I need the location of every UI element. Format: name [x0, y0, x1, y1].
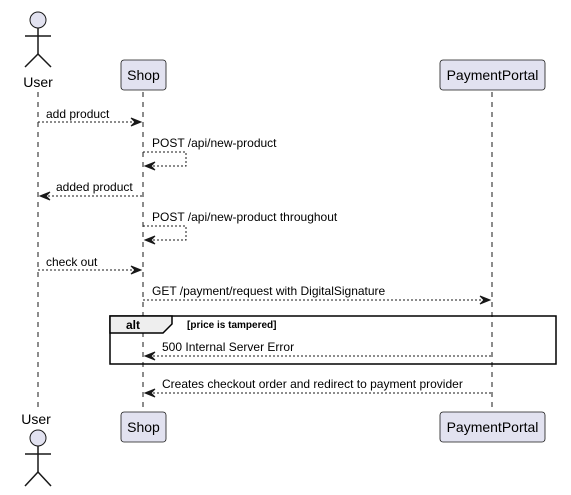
alt-fragment-tab: [109, 315, 173, 334]
paymentportal-label-bottom: PaymentPortal: [447, 419, 539, 435]
message-label: POST /api/new-product: [152, 136, 277, 150]
shop-box-top: [120, 59, 167, 91]
arrowhead-icon: [143, 235, 156, 245]
alt-fragment-guard: [price is tampered]: [187, 320, 276, 331]
message-check-out: check out: [38, 255, 143, 275]
message-label: Creates checkout order and redirect to p…: [162, 377, 463, 391]
alt-fragment-frame: [109, 315, 557, 365]
message-label: add product: [46, 107, 110, 121]
user-actor-leg-left: [24, 471, 39, 487]
user-actor-head: [29, 11, 47, 29]
user-actor-bottom[interactable]: User: [21, 411, 52, 487]
message-arrow-line: [143, 225, 187, 241]
message-label: GET /payment/request with DigitalSignatu…: [152, 284, 386, 298]
user-actor-head: [29, 429, 47, 447]
message-post-new-product-throughout: POST /api/new-product throughout: [143, 210, 338, 245]
message-label: added product: [56, 180, 133, 194]
message-get-payment-request: GET /payment/request with DigitalSignatu…: [143, 284, 492, 305]
message-add-product: add product: [38, 107, 143, 127]
shop-label-top: Shop: [127, 67, 160, 83]
user-actor-leg-right: [37, 53, 52, 68]
paymentportal-box-bottom: [439, 411, 546, 443]
shop-box-bottom: [120, 411, 167, 443]
paymentportal-participant-bottom[interactable]: PaymentPortal: [439, 411, 546, 443]
message-label: check out: [46, 255, 98, 269]
arrowhead-icon: [130, 117, 143, 127]
arrowhead-icon: [143, 388, 156, 398]
message-checkout-redirect: Creates checkout order and redirect to p…: [143, 377, 492, 398]
paymentportal-box-top: [439, 59, 546, 91]
arrowhead-icon: [143, 351, 156, 361]
user-actor-label-top: User: [23, 74, 53, 90]
shop-participant-top[interactable]: Shop: [120, 59, 167, 91]
arrowhead-icon: [130, 265, 143, 275]
user-actor-leg-left: [24, 53, 39, 68]
alt-fragment: alt [price is tampered]: [109, 315, 557, 365]
user-actor-top[interactable]: User: [23, 11, 53, 90]
arrowhead-icon: [38, 191, 51, 201]
paymentportal-participant-top[interactable]: PaymentPortal: [439, 59, 546, 91]
message-post-new-product: POST /api/new-product: [143, 136, 277, 171]
user-actor-label-bottom: User: [21, 411, 51, 427]
shop-label-bottom: Shop: [127, 419, 160, 435]
message-label: 500 Internal Server Error: [162, 340, 294, 354]
message-label: POST /api/new-product throughout: [152, 210, 338, 224]
message-arrow-line: [143, 151, 187, 167]
message-added-product: added product: [38, 180, 143, 201]
arrowhead-icon: [143, 161, 156, 171]
shop-participant-bottom[interactable]: Shop: [120, 411, 167, 443]
paymentportal-label-top: PaymentPortal: [447, 67, 539, 83]
message-500-error: 500 Internal Server Error: [143, 340, 492, 361]
alt-fragment-keyword: alt: [126, 318, 140, 332]
arrowhead-icon: [479, 295, 492, 305]
user-actor-leg-right: [37, 471, 52, 487]
